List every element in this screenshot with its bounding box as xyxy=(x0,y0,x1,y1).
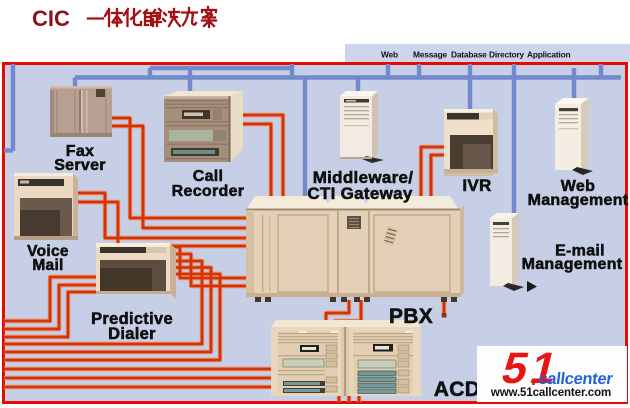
svg-text:Server: Server xyxy=(54,157,106,174)
svg-text:Database: Database xyxy=(451,50,487,60)
svg-text:Voice: Voice xyxy=(27,243,69,260)
svg-text:E-mail: E-mail xyxy=(555,243,605,260)
svg-text:CTI Gateway: CTI Gateway xyxy=(307,184,413,203)
svg-text:www.51callcenter.com: www.51callcenter.com xyxy=(490,387,611,399)
svg-text:Middleware/: Middleware/ xyxy=(313,168,414,187)
svg-text:callcenter: callcenter xyxy=(537,369,614,388)
svg-text:Web: Web xyxy=(381,50,398,60)
svg-text:Web: Web xyxy=(561,178,595,195)
svg-text:CIC: CIC xyxy=(32,6,70,31)
svg-text:Message: Message xyxy=(413,50,448,60)
svg-text:Recorder: Recorder xyxy=(172,183,245,200)
svg-text:Fax: Fax xyxy=(66,143,94,160)
svg-text:ACD: ACD xyxy=(434,378,480,401)
svg-text:Mail: Mail xyxy=(32,257,63,274)
svg-text:Predictive: Predictive xyxy=(91,310,173,328)
svg-text:.: . xyxy=(531,369,536,389)
svg-text:Call: Call xyxy=(193,168,224,185)
svg-text:Management: Management xyxy=(528,192,629,209)
svg-text:IVR: IVR xyxy=(462,176,491,195)
svg-text:Application: Application xyxy=(527,50,570,60)
svg-text:51: 51 xyxy=(497,345,566,393)
svg-text:Directory: Directory xyxy=(489,50,525,60)
svg-text:Management: Management xyxy=(522,256,623,273)
svg-text:PBX: PBX xyxy=(389,305,433,328)
svg-text:Dialer: Dialer xyxy=(108,325,156,343)
